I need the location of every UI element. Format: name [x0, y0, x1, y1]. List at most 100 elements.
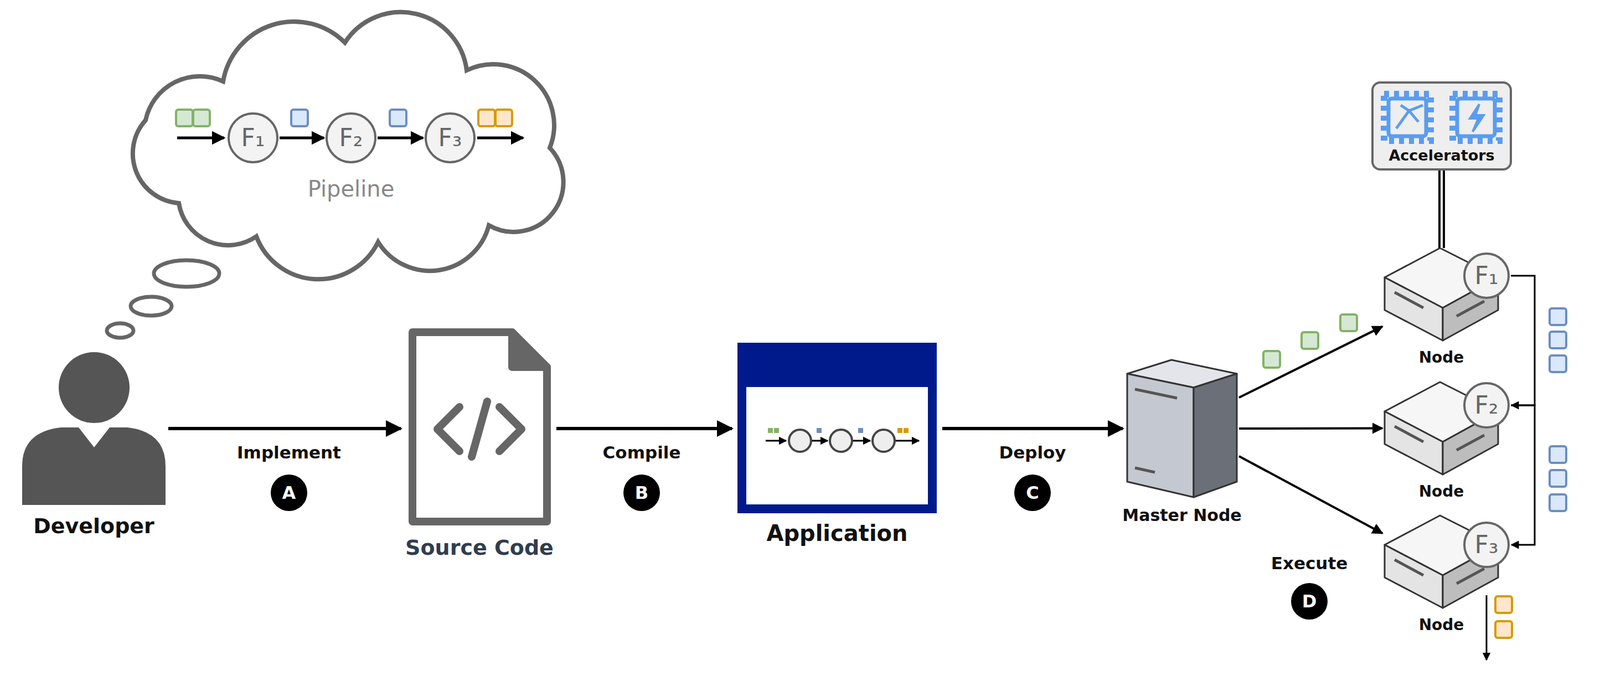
illustration-part: [22, 427, 166, 505]
step-label: Compile: [602, 442, 681, 463]
illustration-part: [1263, 351, 1280, 368]
illustration-part: [176, 109, 193, 127]
flow-arrow: [1239, 326, 1383, 398]
node-label: Node: [1418, 349, 1465, 367]
output-arrow: [1485, 595, 1488, 660]
node-label: Source Code: [405, 536, 554, 560]
yellow-data: [1495, 596, 1512, 638]
worker-node: NodeF₂: [1384, 380, 1499, 476]
green-data: [176, 109, 210, 127]
function-circle: F₂: [1463, 382, 1510, 429]
document-icon: [412, 332, 547, 522]
cloud-title: Pipeline: [307, 176, 395, 202]
connector-line: [1239, 326, 1383, 398]
node-label: Node: [1418, 616, 1465, 634]
connector-line: [279, 136, 324, 140]
illustration-part: [471, 401, 488, 457]
illustration-part: [1134, 389, 1178, 399]
callout-letter: A: [270, 474, 308, 512]
illustration-part: [1301, 332, 1319, 349]
yellow-data: [478, 109, 513, 127]
illustration-part: [1396, 105, 1423, 129]
illustration-part: [1549, 494, 1567, 512]
illustration-part: [1549, 470, 1567, 487]
connector-line: [1510, 275, 1535, 406]
illustration-part: [852, 440, 871, 442]
illustration-part: [437, 406, 460, 452]
source-document: Source Code: [408, 328, 551, 526]
thought-bubble: [106, 323, 134, 338]
node-label: Application: [766, 520, 908, 546]
connector-line: [1239, 456, 1383, 534]
connector-gap: [1440, 170, 1443, 249]
illustration-part: [1384, 94, 1431, 141]
flow-arrow: [942, 428, 1123, 430]
function-name: F₂: [1474, 393, 1499, 418]
illustration-part: [1193, 373, 1237, 498]
illustration-part: [903, 427, 909, 433]
input-arrow: [177, 136, 225, 140]
pipeline-cloud: Pipeline F₁ F₂ F₃: [112, 20, 580, 251]
illustration-part: [495, 109, 513, 127]
thought-bubble: [130, 296, 172, 316]
thought-cloud: [132, 12, 564, 280]
illustration-part: [897, 427, 903, 433]
mini-pipeline: [765, 427, 920, 452]
illustration-part: [767, 427, 773, 433]
function-name: F₁: [241, 125, 266, 151]
illustration-part: [1457, 98, 1495, 137]
connector-line: [168, 426, 401, 431]
illustration-part: [78, 427, 110, 448]
function-name: F₃: [1474, 532, 1499, 557]
function-circle: F₂: [325, 112, 377, 164]
blue-data: [1549, 308, 1567, 512]
double-link: [1441, 170, 1443, 249]
master-server: Master Node: [1127, 357, 1237, 498]
flow-arrow: [1239, 427, 1383, 430]
thought-bubble: [153, 260, 220, 287]
step-label: Implement: [236, 442, 342, 463]
developer-figure: Developer: [22, 352, 166, 505]
flow-arrow: [168, 428, 401, 430]
flow-arrow: [1510, 405, 1535, 545]
illustration-part: [858, 427, 864, 433]
node-label: Master Node: [1122, 506, 1242, 525]
illustration-part: [1340, 314, 1357, 332]
connector-line: [377, 136, 423, 140]
application-window: Application: [737, 342, 937, 514]
person-icon: [22, 352, 166, 505]
node-label: Developer: [33, 514, 155, 539]
illustration-part: [811, 440, 828, 442]
function-circle: F₃: [424, 112, 476, 164]
flow-arrow: [279, 137, 324, 139]
worker-server: [1384, 382, 1499, 475]
illustration-part: [58, 352, 130, 423]
function-name: F₃: [438, 125, 463, 151]
illustration-part: [1549, 331, 1567, 349]
illustration-part: [773, 427, 779, 433]
illustration-part: [1388, 98, 1427, 137]
function-circle: F₁: [227, 112, 279, 164]
function-name: F₁: [1474, 263, 1499, 288]
illustration-part: [1469, 104, 1484, 132]
illustration-part: [1495, 621, 1512, 638]
illustration-part: [872, 429, 895, 452]
callout-letter: D: [1291, 582, 1328, 620]
accelerator-box: Accelerators: [1371, 81, 1512, 171]
function-name: F₂: [339, 125, 364, 151]
illustration-part: [894, 440, 920, 442]
output-arrow: [477, 136, 524, 140]
flow-arrow: [556, 428, 732, 430]
illustration-part: [1549, 446, 1567, 463]
chip-icon: [1384, 94, 1500, 141]
flow-arrow: [1239, 456, 1383, 534]
illustration-part: [1549, 308, 1567, 325]
illustration-part: [765, 440, 787, 442]
illustration-part: [132, 12, 564, 280]
illustration-part: [829, 429, 853, 452]
master-server: [1127, 359, 1237, 498]
illustration-part: [499, 406, 522, 452]
connector-line: [1239, 427, 1383, 431]
function-circle: F₁: [1463, 252, 1510, 299]
flow-arrow: [1510, 275, 1535, 406]
